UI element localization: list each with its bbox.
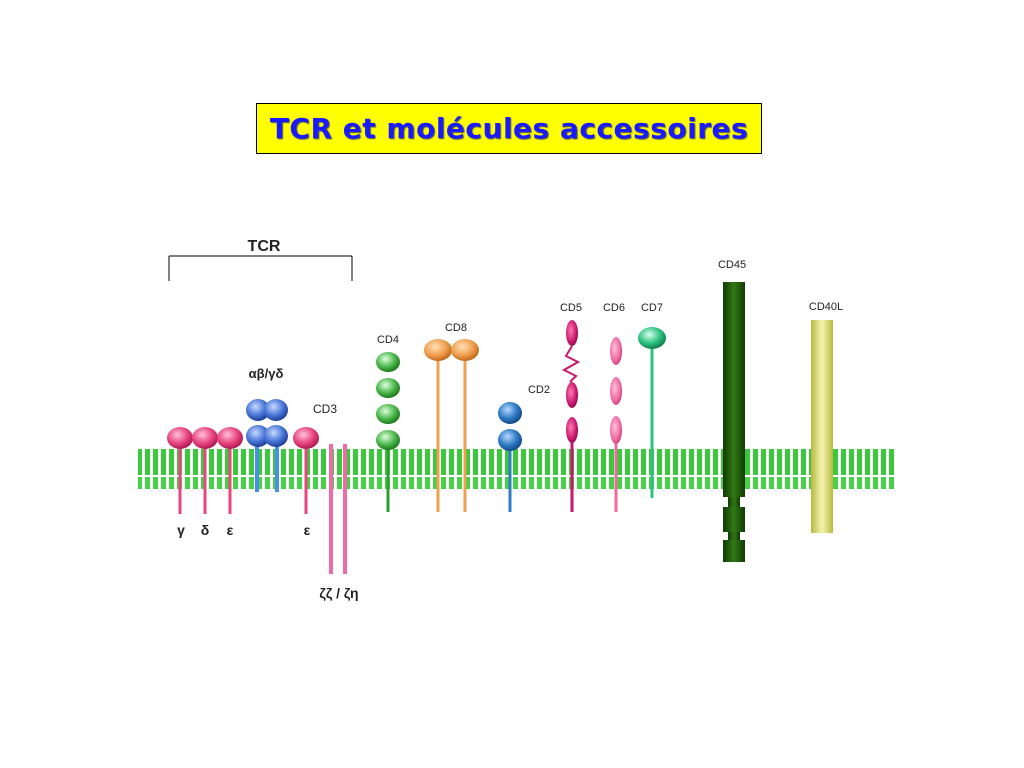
cd7-label: CD7	[641, 302, 663, 314]
cd7-molecule	[638, 327, 666, 498]
epsilon-label: ε	[227, 522, 234, 538]
cd6-molecule	[610, 337, 622, 512]
cd3-label: CD3	[313, 402, 337, 416]
gamma-label: γ	[177, 522, 185, 538]
cd4-label: CD4	[377, 334, 399, 346]
cd3-complex	[167, 427, 347, 574]
cd2-label: CD2	[528, 384, 550, 396]
cd4-molecule	[376, 352, 400, 512]
page-title: TCR et molécules accessoires	[269, 112, 749, 145]
cell-membrane	[138, 449, 896, 491]
zeta-label: ζζ / ζη	[319, 585, 358, 601]
cd40l-label: CD40L	[809, 301, 843, 313]
cd2-molecule	[498, 402, 522, 512]
cd40l-molecule	[811, 320, 833, 533]
cd8-label: CD8	[445, 322, 467, 334]
cd5-label: CD5	[560, 302, 582, 314]
cd5-molecule	[561, 320, 581, 512]
cd6-label: CD6	[603, 302, 625, 314]
title-box: TCR et molécules accessoires	[256, 103, 762, 154]
delta-label: δ	[201, 522, 210, 538]
cd45-label: CD45	[718, 259, 746, 271]
ab-gd-label: αβ/γδ	[249, 366, 284, 381]
tcr-bracket	[168, 255, 353, 281]
cd45-molecule	[723, 282, 745, 562]
cd8-molecule	[424, 339, 479, 512]
epsilon-label-2: ε	[304, 522, 311, 538]
tcr-label: TCR	[248, 238, 281, 255]
tcr-ab-gd	[246, 399, 288, 492]
